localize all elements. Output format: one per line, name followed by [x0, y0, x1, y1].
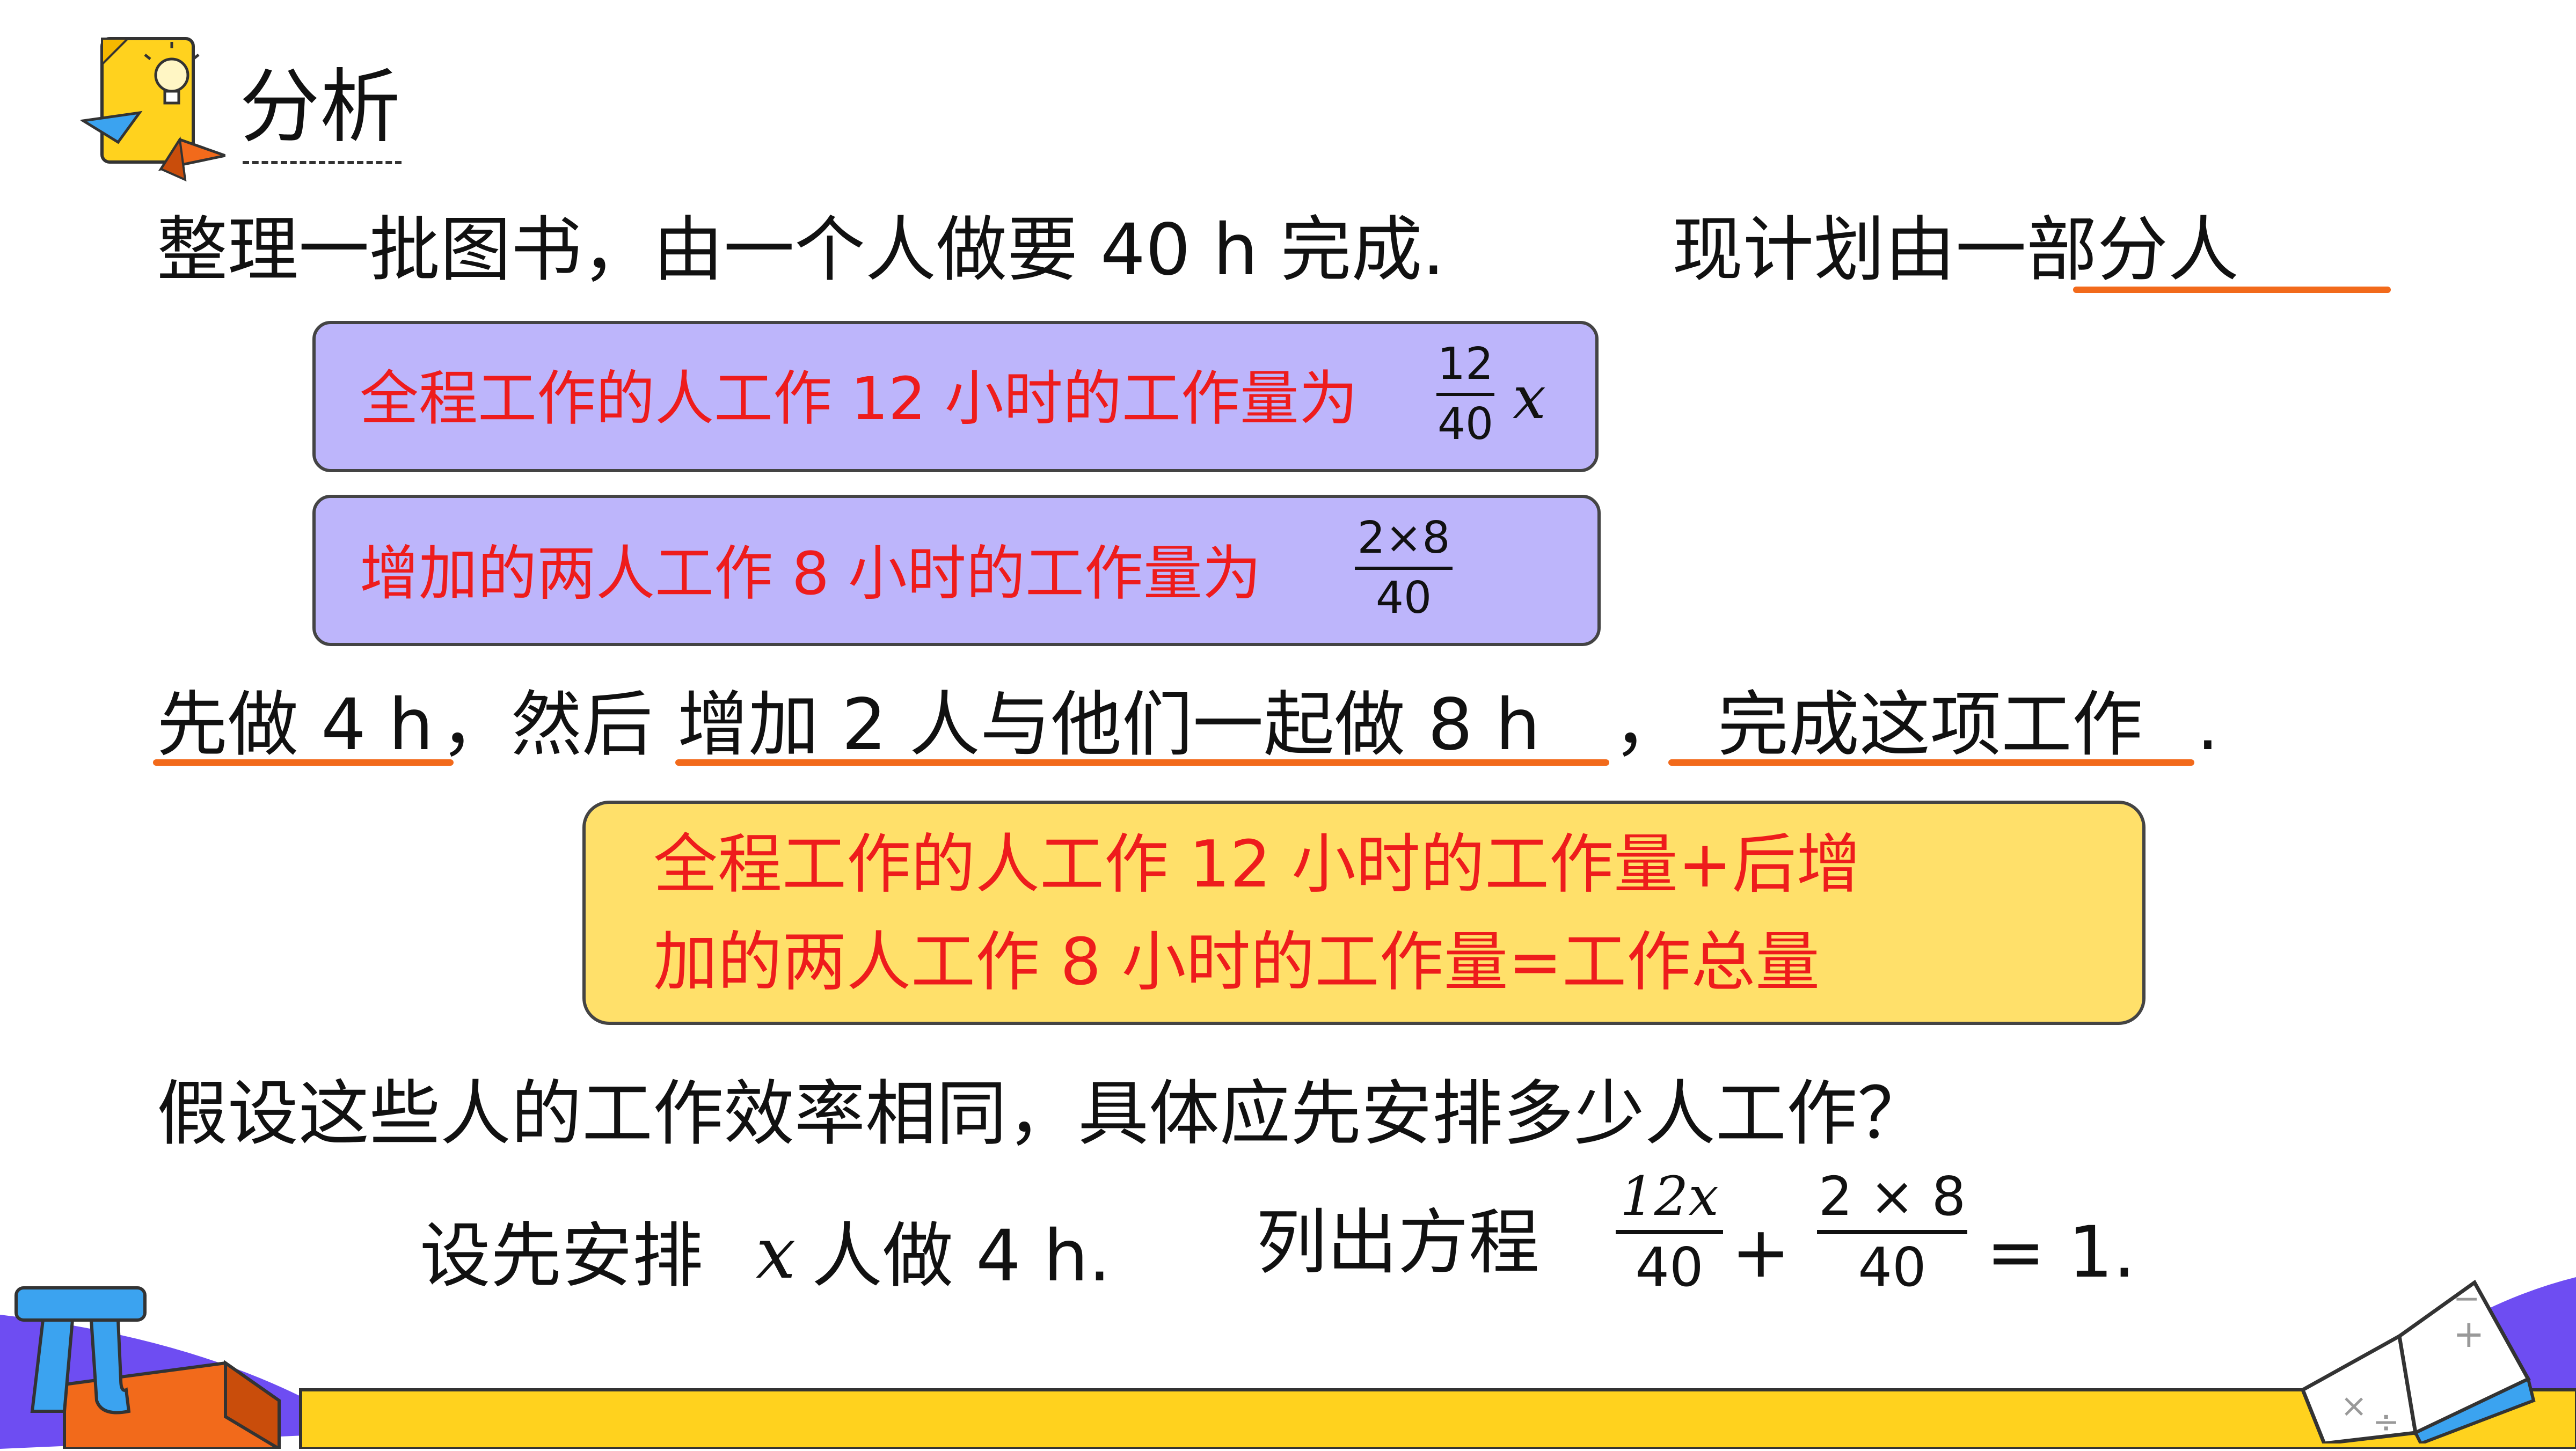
pi-symbol-icon: [11, 1272, 150, 1422]
equation-result: = 1.: [1986, 1211, 2136, 1294]
problem-line-2-seg2: 增加 2 人与他们一起做 8 h: [677, 684, 1541, 766]
hint-text-1: 全程工作的人工作 12 小时的工作量为: [360, 364, 1358, 433]
underline-first-4h: [153, 759, 454, 766]
hint-box-full-time-workers: 全程工作的人工作 12 小时的工作量为 12 40 x: [312, 321, 1599, 472]
underline-complete-work: [1668, 759, 2194, 766]
bottom-decoration: [0, 1256, 2576, 1451]
hint-box-added-workers: 增加的两人工作 8 小时的工作量为 2×8 40: [312, 495, 1601, 646]
variable-x: x: [1513, 363, 1546, 432]
problem-line-2-seg1: 先做 4 h: [157, 684, 434, 766]
underline-part-of-people: [2073, 287, 2391, 293]
fraction-12-over-40: 12 40: [1436, 339, 1494, 450]
problem-line-2-seg3: 完成这项工作: [1718, 684, 2143, 766]
hint-text-2: 增加的两人工作 8 小时的工作量为: [360, 539, 1261, 608]
svg-text:−: −: [2453, 1280, 2480, 1317]
problem-line-1: 整理一批图书，由一个人做要 40 h 完成.: [157, 209, 1445, 291]
section-title: 分析: [239, 61, 401, 154]
equation-relation-box: 全程工作的人工作 12 小时的工作量+后增 加的两人工作 8 小时的工作量=工作…: [582, 801, 2146, 1025]
question-text: 假设这些人的工作效率相同，具体应先安排多少人工作？: [157, 1073, 1928, 1155]
open-book-icon: + − × ÷: [2292, 1272, 2539, 1446]
assumption-text-b: 人做 4 h.: [812, 1215, 1111, 1298]
problem-line-2-period: .: [2196, 684, 2219, 766]
svg-text:×: ×: [2340, 1387, 2367, 1425]
problem-line-1b: 现计划由一: [1672, 209, 2026, 291]
equation-fraction-2x8-over-40: 2 × 8 40: [1817, 1170, 1967, 1294]
svg-text:÷: ÷: [2373, 1403, 2399, 1441]
equation-plus: +: [1731, 1211, 1791, 1294]
title-dashed-underline: [243, 161, 402, 164]
assumption-variable-x: x: [756, 1212, 796, 1295]
equation-fraction-12x-over-40: 12x 40: [1616, 1170, 1723, 1294]
relation-text-line-1: 全程工作的人工作 12 小时的工作量+后增: [653, 827, 1861, 902]
problem-line-2-comma1: ，然后: [440, 684, 653, 766]
problem-line-2-comma2: ，: [1613, 684, 1684, 766]
lightbulb-document-icon: [79, 32, 231, 182]
underline-add-2-people: [675, 759, 1609, 766]
assumption-text-a: 设先安排: [420, 1215, 703, 1298]
problem-line-1c: 部分人: [2026, 209, 2239, 291]
equation-label: 列出方程: [1256, 1201, 1539, 1284]
relation-text-line-2: 加的两人工作 8 小时的工作量=工作总量: [653, 925, 1820, 1000]
svg-text:+: +: [2453, 1312, 2485, 1356]
fraction-2x8-over-40: 2×8 40: [1355, 516, 1453, 620]
